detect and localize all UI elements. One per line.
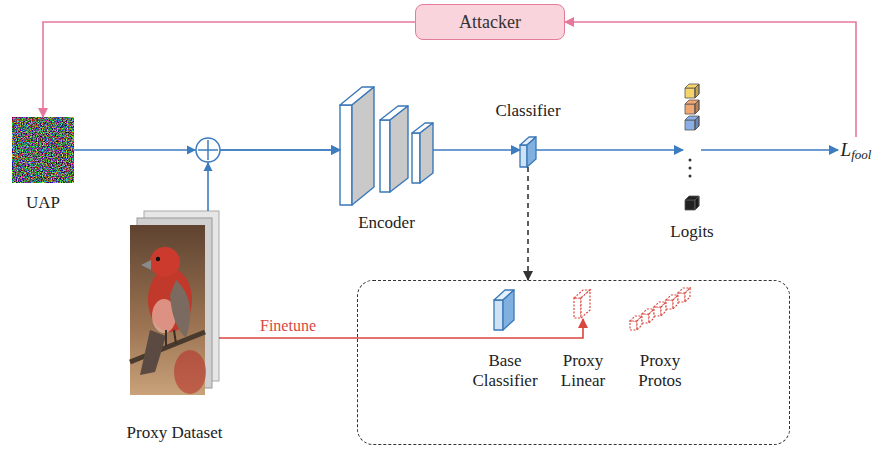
- loss-term: Lfool: [838, 137, 874, 163]
- svg-polygon: [141, 260, 151, 270]
- svg-path: [130, 332, 205, 362]
- svg-polygon: [412, 133, 420, 183]
- svg-polygon: [380, 120, 390, 192]
- proxy-protos-chain: [630, 288, 690, 330]
- svg-polygon: [340, 105, 352, 205]
- photo-stack: [130, 211, 219, 395]
- svg-path: [170, 280, 190, 338]
- svg-polygon: [527, 137, 536, 167]
- flow-arrow: [536, 149, 683, 151]
- classifier-options-panel: Base ClassifierProxy LinearProxy Protos: [357, 280, 790, 445]
- svg-use: [685, 84, 699, 98]
- classifier-slab: [520, 137, 536, 167]
- label-holder: Proxy Protos: [638, 351, 681, 390]
- node-label: Proxy Protos: [638, 351, 681, 390]
- svg-polygon: [187, 146, 196, 155]
- svg-polygon: [204, 162, 213, 171]
- uap-noise: [12, 117, 74, 183]
- node-label: Proxy Dataset: [127, 423, 223, 442]
- svg-circle: [196, 138, 220, 162]
- svg-polygon: [520, 145, 527, 167]
- svg-use: [630, 316, 642, 330]
- label-holder: UAP: [26, 193, 60, 213]
- proxy-linear-slab: [574, 290, 590, 318]
- connectors: [43, 22, 856, 338]
- encoder-block: Encoder: [340, 87, 433, 205]
- proxy-protos-icon: Proxy Protos: [629, 289, 691, 331]
- svg-polygon: [420, 123, 433, 183]
- svg-polygon: [494, 300, 503, 330]
- flow-arrow: [701, 149, 838, 151]
- label-holder: Encoder: [358, 213, 415, 233]
- base-classifier-icon: Base Classifier: [495, 291, 515, 331]
- node-label: Proxy Linear: [561, 351, 605, 390]
- proxy-linear-icon: Proxy Linear: [575, 291, 591, 319]
- svg-use: [666, 295, 678, 309]
- svg-polygon: [581, 290, 590, 318]
- svg-use: [685, 116, 699, 130]
- svg-circle: [156, 257, 160, 261]
- logit-cubes: [685, 84, 699, 210]
- label-holder: Base Classifier: [472, 351, 537, 390]
- svg-rect: [130, 225, 205, 395]
- node-label: Logits: [670, 222, 713, 241]
- node-label: UAP: [26, 193, 60, 212]
- feedback-arrow: [565, 22, 856, 137]
- svg-use: [685, 196, 699, 210]
- ellipsis-dots: [689, 159, 692, 178]
- svg-use: [678, 288, 690, 302]
- svg-use: [642, 309, 654, 323]
- classifier-block: Classifier: [520, 137, 536, 167]
- svg-circle: [150, 247, 180, 277]
- sum-junction: [187, 138, 220, 171]
- svg-polygon: [352, 87, 374, 205]
- label-holder: Logits: [670, 222, 713, 242]
- edge-label: Finetune: [260, 317, 316, 335]
- node-label: L: [841, 139, 852, 161]
- svg-circle: [689, 175, 692, 178]
- svg-circle: [689, 159, 692, 162]
- dashed-arrow: [527, 167, 529, 280]
- flow-arrow: [433, 149, 520, 151]
- label-holder: Classifier: [495, 101, 560, 121]
- svg-circle: [689, 167, 692, 170]
- svg-polygon: [574, 298, 581, 318]
- svg-polygon: [140, 330, 166, 375]
- flow-arrow: [208, 150, 340, 211]
- svg-use: [654, 302, 666, 316]
- node-label: Encoder: [358, 213, 415, 232]
- proxy-dataset-image: Proxy Dataset: [130, 211, 219, 395]
- label-holder: Proxy Linear: [561, 351, 605, 390]
- subscript-text: fool: [851, 147, 871, 163]
- uap-image: UAP: [12, 117, 74, 183]
- base-classifier-slab: [494, 290, 514, 330]
- label-holder: Proxy Dataset: [127, 423, 223, 443]
- svg-polygon: [390, 106, 408, 192]
- svg-ellipse: [174, 350, 206, 394]
- feedback-arrow: [43, 22, 415, 117]
- attacker-box: Attacker: [415, 4, 565, 40]
- node-label: Attacker: [459, 12, 521, 33]
- svg-use: [685, 100, 699, 114]
- svg-polygon: [503, 290, 514, 330]
- node-label: Classifier: [495, 101, 560, 120]
- encoder-plates: [340, 87, 433, 205]
- logits-stack: Logits: [683, 82, 701, 212]
- svg-path: [166, 330, 176, 346]
- node-label: Base Classifier: [472, 351, 537, 390]
- svg-path: [198, 140, 218, 160]
